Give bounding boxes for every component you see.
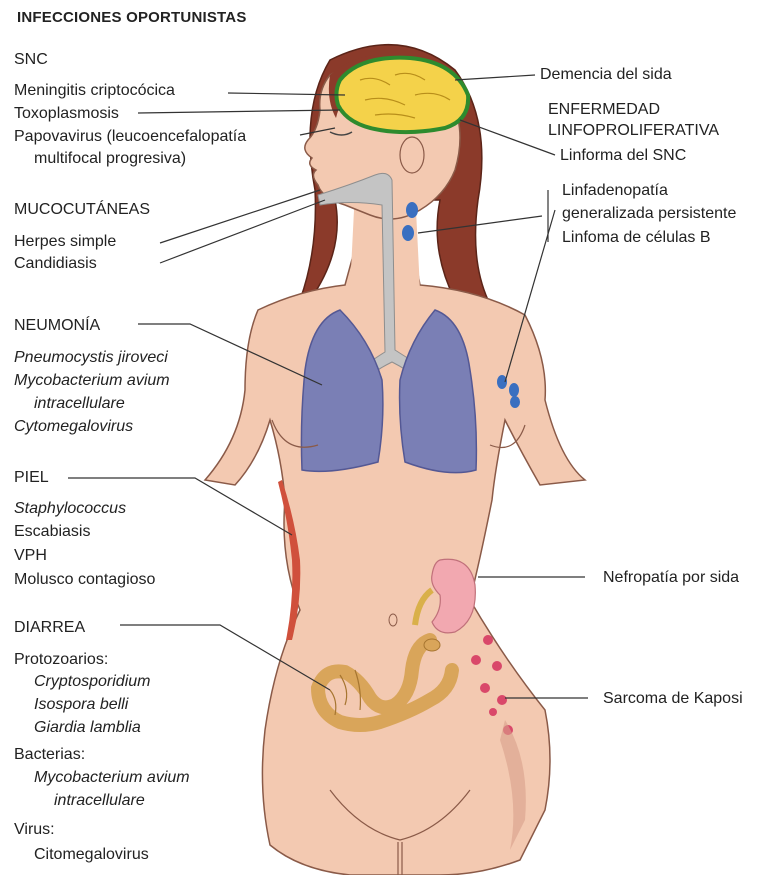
linfadenopatia-label: generalizada persistente	[562, 204, 736, 224]
enfermedad-heading: ENFERMEDAD	[548, 100, 660, 120]
bacterias-item: intracellulare	[54, 791, 145, 811]
enfermedad-heading: LINFOPROLIFERATIVA	[548, 121, 719, 141]
lymph-node	[402, 225, 414, 241]
snc-item: Meningitis criptocócica	[14, 81, 175, 101]
snc-item: Papovavirus (leucoencefalopatía	[14, 127, 246, 147]
brain	[336, 58, 468, 132]
piel-heading: PIEL	[14, 468, 49, 488]
kaposi-label: Sarcoma de Kaposi	[603, 689, 743, 709]
virus-label: Virus:	[14, 820, 55, 840]
neumonia-item: intracellulare	[34, 394, 125, 414]
neumonia-item: Cytomegalovirus	[14, 417, 133, 437]
virus-item: Citomegalovirus	[34, 845, 149, 865]
neumonia-heading: NEUMONÍA	[14, 316, 100, 336]
piel-item: Escabiasis	[14, 522, 90, 542]
diarrea-heading: DIARREA	[14, 618, 85, 638]
piel-item: Molusco contagioso	[14, 570, 155, 590]
snc-item: multifocal progresiva)	[34, 149, 186, 169]
snc-heading: SNC	[14, 50, 48, 70]
snc-item: Toxoplasmosis	[14, 104, 119, 124]
ear	[400, 137, 424, 173]
piel-item: Staphylococcus	[14, 499, 126, 519]
neumonia-item: Mycobacterium avium	[14, 371, 170, 391]
small-organ	[389, 614, 397, 626]
protozoarios-label: Protozoarios:	[14, 650, 108, 670]
protozoarios-item: Cryptosporidium	[34, 672, 150, 692]
linfoma-b-label: Linfoma de células B	[562, 228, 711, 248]
nefropatia-label: Nefropatía por sida	[603, 568, 739, 588]
linfoma-snc-label: Linforma del SNC	[560, 146, 686, 166]
protozoarios-item: Isospora belli	[34, 695, 128, 715]
protozoarios-item: Giardia lamblia	[34, 718, 141, 738]
neumonia-item: Pneumocystis jiroveci	[14, 348, 168, 368]
intestine-end	[424, 639, 440, 651]
mucocutaneas-item: Candidiasis	[14, 254, 97, 274]
diagram-title: INFECCIONES OPORTUNISTAS	[17, 8, 247, 28]
piel-item: VPH	[14, 546, 47, 566]
mucocutaneas-heading: MUCOCUTÁNEAS	[14, 200, 150, 220]
mucocutaneas-item: Herpes simple	[14, 232, 116, 252]
bacterias-label: Bacterias:	[14, 745, 85, 765]
lymph-node	[509, 383, 519, 397]
linfadenopatia-label: Linfadenopatía	[562, 181, 668, 201]
bacterias-item: Mycobacterium avium	[34, 768, 190, 788]
lymph-node	[510, 396, 520, 408]
lymph-node	[406, 202, 418, 218]
demencia-label: Demencia del sida	[540, 65, 672, 85]
